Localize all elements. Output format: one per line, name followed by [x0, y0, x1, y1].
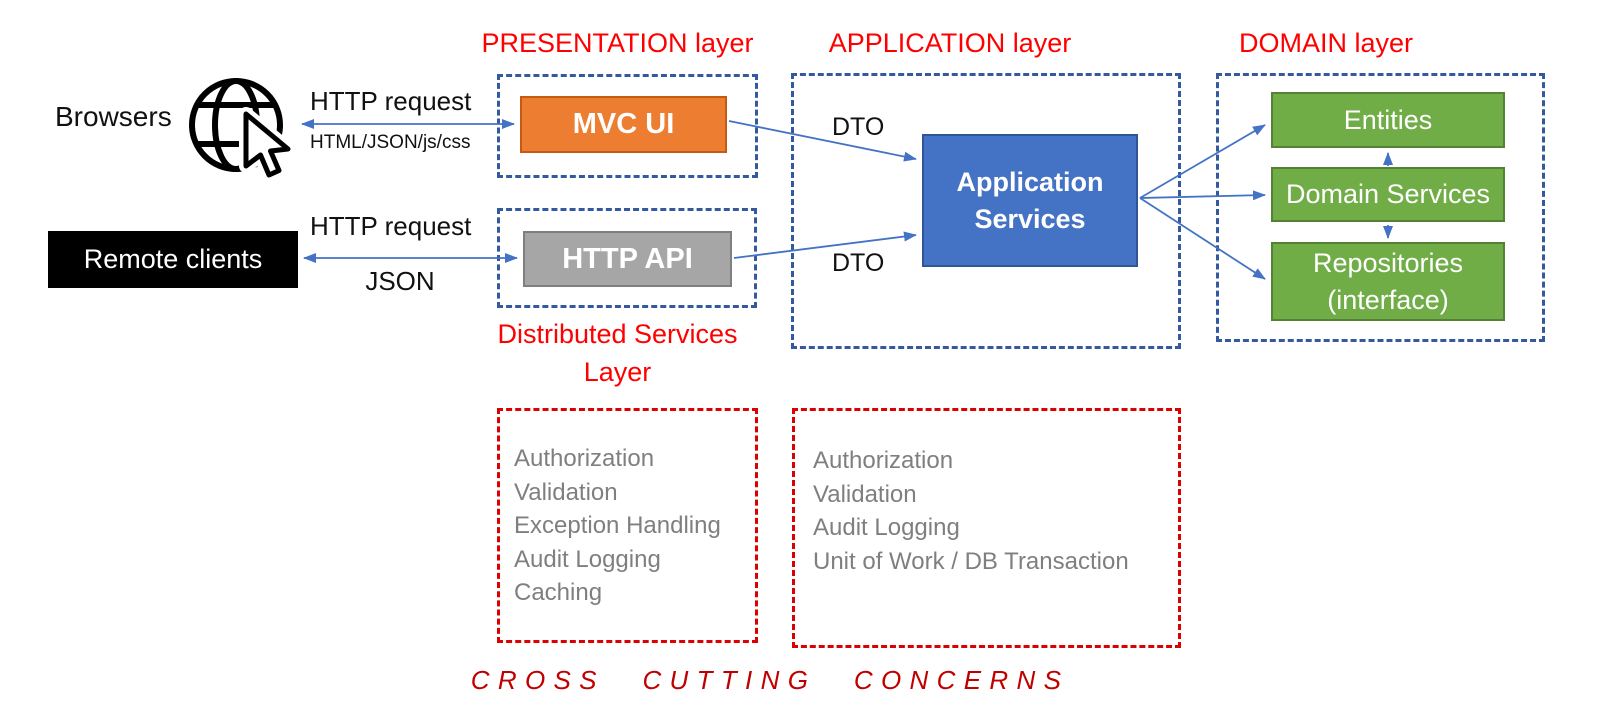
- application-services-node: Application Services: [922, 134, 1138, 267]
- repositories-line2: (interface): [1327, 284, 1449, 315]
- concern-item: Exception Handling: [514, 512, 721, 539]
- concern-item: Authorization: [514, 445, 655, 472]
- entities-node: Entities: [1271, 92, 1505, 148]
- cursor-icon: [239, 107, 294, 178]
- http-request-bottom-label: HTTP request: [310, 211, 472, 241]
- repositories-line1: Repositories: [1312, 247, 1464, 278]
- distributed-services-title-line1: Distributed Services: [497, 319, 738, 349]
- http-api-node: HTTP API: [523, 231, 732, 287]
- concern-item: Authorization: [813, 447, 954, 474]
- mvc-ui-node: MVC UI: [520, 96, 727, 153]
- concern-item: Validation: [514, 478, 618, 506]
- cross-cutting-box-right: Authorization Validation Audit Logging U…: [792, 408, 1181, 648]
- application-services-line1: Application: [956, 166, 1104, 197]
- domain-services-node: Domain Services: [1271, 167, 1505, 222]
- remote-clients-node: Remote clients: [48, 231, 298, 288]
- concern-item: Caching: [514, 579, 603, 606]
- distributed-services-title: Distributed Services Layer: [480, 315, 755, 391]
- application-services-line2: Services: [974, 203, 1086, 234]
- dto-top-label: DTO: [832, 113, 885, 141]
- concern-item: Audit Logging: [514, 545, 661, 573]
- browsers-label: Browsers: [55, 101, 172, 132]
- distributed-services-title-line2: Layer: [583, 357, 652, 387]
- presentation-layer-title: PRESENTATION layer: [481, 28, 754, 58]
- http-payload-top-label: HTML/JSON/js/css: [310, 132, 471, 153]
- concern-item: Audit Logging: [813, 514, 960, 541]
- http-payload-bottom-label: JSON: [365, 266, 435, 296]
- http-request-top-label: HTTP request: [310, 86, 472, 116]
- globe-icon: [189, 78, 294, 178]
- cross-cutting-concerns-title: CROSS CUTTING CONCERNS: [470, 665, 1070, 695]
- domain-layer-title: DOMAIN layer: [1238, 28, 1414, 58]
- concern-item: Unit of Work / DB Transaction: [813, 547, 1129, 575]
- cross-cutting-box-left: Authorization Validation Exception Handl…: [497, 408, 758, 643]
- concern-item: Validation: [813, 480, 917, 508]
- repositories-node: Repositories (interface): [1271, 242, 1505, 321]
- dto-bottom-label: DTO: [832, 249, 885, 277]
- application-layer-title: APPLICATION layer: [828, 28, 1072, 58]
